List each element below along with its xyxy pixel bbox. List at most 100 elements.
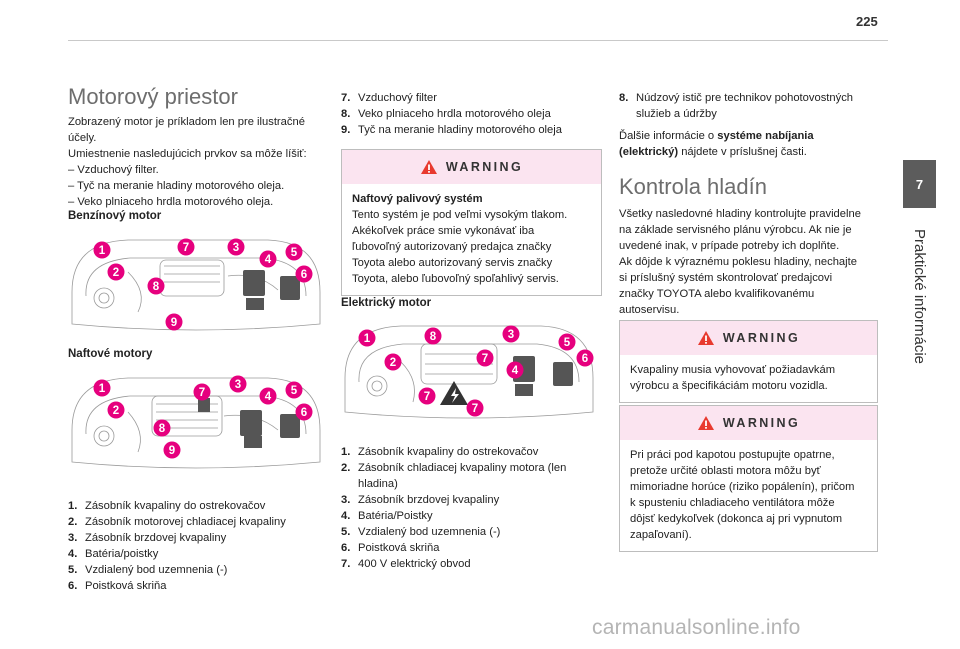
diagram-marker-4: 4 bbox=[259, 250, 277, 268]
svg-text:8: 8 bbox=[159, 423, 166, 435]
diagram-marker-2: 2 bbox=[107, 401, 125, 419]
list-item: 5.Vzdialený bod uzemnenia (-) bbox=[341, 526, 501, 538]
section-title-level-checks: Kontrola hladín bbox=[619, 174, 767, 199]
chapter-tab[interactable]: 7 bbox=[903, 160, 936, 208]
svg-text:1: 1 bbox=[364, 333, 371, 345]
diagram-marker-2: 2 bbox=[107, 263, 125, 281]
diagram-marker-6: 6 bbox=[295, 265, 313, 283]
list-item: 4.Batéria/Poistky bbox=[341, 510, 433, 522]
warning-box-diesel-fuel: WARNING Naftový palivový systém Tento sy… bbox=[341, 149, 602, 296]
svg-text:3: 3 bbox=[235, 379, 241, 391]
warning-header: WARNING bbox=[342, 150, 601, 184]
diagram-marker-4: 4 bbox=[506, 361, 524, 379]
warning-header: WARNING bbox=[620, 406, 877, 440]
svg-text:9: 9 bbox=[169, 445, 175, 457]
diagram-marker-6: 6 bbox=[576, 349, 594, 367]
diagram-marker-8: 8 bbox=[424, 327, 442, 345]
svg-text:8: 8 bbox=[153, 281, 160, 293]
high-voltage-warning-icon bbox=[440, 381, 468, 405]
svg-text:5: 5 bbox=[291, 385, 298, 397]
electric-component-legend-continued: 8.Núdzový istič pre technikov pohotovost… bbox=[619, 90, 878, 122]
electric-component-legend: 1.Zásobník kvapaliny do ostrekovačov 2.Z… bbox=[341, 444, 602, 572]
diagram-marker-7: 7 bbox=[193, 383, 211, 401]
svg-text:3: 3 bbox=[508, 329, 514, 341]
diagram-marker-3: 3 bbox=[502, 325, 520, 343]
svg-text:7: 7 bbox=[482, 353, 488, 365]
diagram-marker-5: 5 bbox=[285, 381, 303, 399]
list-item: 1.Zásobník kvapaliny do ostrekovačov bbox=[341, 446, 539, 458]
svg-text:5: 5 bbox=[291, 247, 298, 259]
diagram-marker-7: 7 bbox=[418, 387, 436, 405]
list-item: 5.Vzdialený bod uzemnenia (-) bbox=[68, 564, 228, 576]
warning-body: Kvapaliny musia vyhovovať požiadavkám vý… bbox=[630, 364, 836, 392]
warning-title: WARNING bbox=[722, 416, 801, 430]
diagram-marker-4: 4 bbox=[259, 387, 277, 405]
warning-title: WARNING bbox=[445, 160, 524, 174]
diagram-marker-8: 8 bbox=[153, 419, 171, 437]
svg-text:6: 6 bbox=[301, 407, 307, 419]
svg-text:7: 7 bbox=[424, 391, 430, 403]
list-item: 9.Tyč na meranie hladiny motorového olej… bbox=[341, 124, 562, 136]
svg-text:1: 1 bbox=[99, 383, 106, 395]
list-item: 6.Poistková skriňa bbox=[341, 542, 440, 554]
chapter-label: Praktické informácie bbox=[911, 228, 929, 364]
svg-text:5: 5 bbox=[564, 337, 571, 349]
list-item: 6.Poistková skriňa bbox=[68, 580, 167, 592]
list-item: 2.Zásobník chladiacej kvapaliny motora (… bbox=[341, 462, 567, 474]
warning-triangle-icon bbox=[697, 331, 714, 345]
header-rule bbox=[68, 40, 888, 41]
engine-component-legend: 1.Zásobník kvapaliny do ostrekovačov 2.Z… bbox=[68, 498, 324, 594]
petrol-engine-heading: Benzínový motor bbox=[68, 210, 162, 222]
engine-component-legend-continued: 7.Vzduchový filter 8.Veko plniaceho hrdl… bbox=[341, 90, 602, 138]
diagram-marker-2: 2 bbox=[384, 353, 402, 371]
svg-text:2: 2 bbox=[113, 405, 119, 417]
section-title-engine-compartment: Motorový priestor bbox=[68, 84, 238, 109]
watermark: carmanualsonline.info bbox=[592, 616, 801, 639]
diagram-marker-3: 3 bbox=[227, 238, 245, 256]
diagram-marker-1: 1 bbox=[358, 329, 376, 347]
svg-text:1: 1 bbox=[99, 245, 106, 257]
diagram-marker-1: 1 bbox=[93, 241, 111, 259]
level-checks-paragraph: Všetky nasledovné hladiny kontrolujte pr… bbox=[619, 208, 861, 316]
charging-system-reference: Ďalšie informácie o systéme nabíjania(el… bbox=[619, 130, 814, 158]
intro-paragraph: Zobrazený motor je príkladom len pre ilu… bbox=[68, 116, 307, 160]
svg-text:4: 4 bbox=[265, 254, 272, 266]
list-item: 7.400 V elektrický obvod bbox=[341, 558, 471, 570]
warning-header: WARNING bbox=[620, 321, 877, 355]
warning-body: Pri práci pod kapotou postupujte opatrne… bbox=[630, 449, 855, 541]
list-item: 4.Batéria/poistky bbox=[68, 548, 159, 560]
svg-text:3: 3 bbox=[233, 242, 239, 254]
warning-box-fluids: WARNING Kvapaliny musia vyhovovať požiad… bbox=[619, 320, 878, 403]
list-item: 8.Núdzový istič pre technikov pohotovost… bbox=[619, 92, 854, 120]
list-item: hladina) bbox=[358, 478, 398, 490]
warning-title: WARNING bbox=[722, 331, 801, 345]
list-item: – Veko plniaceho hrdla motorového oleja. bbox=[68, 196, 274, 208]
list-item: 3.Zásobník brzdovej kvapaliny bbox=[68, 532, 227, 544]
diagram-marker-7: 7 bbox=[476, 349, 494, 367]
svg-text:9: 9 bbox=[171, 317, 177, 329]
diesel-engine-diagram: 1 7 3 5 4 2 6 89 bbox=[71, 375, 321, 469]
list-item: – Tyč na meranie hladiny motorového olej… bbox=[68, 180, 285, 192]
variable-items-list: – Vzduchový filter. – Tyč na meranie hla… bbox=[68, 162, 284, 210]
diagram-marker-3: 3 bbox=[229, 375, 247, 393]
diesel-engine-heading: Naftové motory bbox=[68, 348, 153, 360]
list-item: 7.Vzduchový filter bbox=[341, 92, 437, 104]
svg-text:7: 7 bbox=[183, 242, 189, 254]
diagram-marker-7: 7 bbox=[177, 238, 195, 256]
warning-triangle-icon bbox=[420, 160, 437, 174]
diagram-marker-9: 9 bbox=[163, 441, 181, 459]
warning-triangle-icon bbox=[697, 416, 714, 430]
svg-text:4: 4 bbox=[265, 391, 272, 403]
warning-box-hot-engine: WARNING Pri práci pod kapotou postupujte… bbox=[619, 405, 878, 552]
list-item: 2.Zásobník motorovej chladiacej kvapalin… bbox=[68, 516, 286, 528]
list-item: 8.Veko plniaceho hrdla motorového oleja bbox=[341, 108, 551, 120]
svg-text:2: 2 bbox=[390, 357, 396, 369]
diagram-marker-6: 6 bbox=[295, 403, 313, 421]
diagram-marker-5: 5 bbox=[285, 243, 303, 261]
svg-text:7: 7 bbox=[199, 387, 205, 399]
petrol-engine-diagram: 1 7 3 5 2 4 6 8 9 bbox=[71, 238, 321, 331]
warning-body: Naftový palivový systém Tento systém je … bbox=[352, 193, 568, 285]
page-number: 225 bbox=[856, 14, 878, 29]
list-item: 1.Zásobník kvapaliny do ostrekovačov bbox=[68, 500, 266, 512]
